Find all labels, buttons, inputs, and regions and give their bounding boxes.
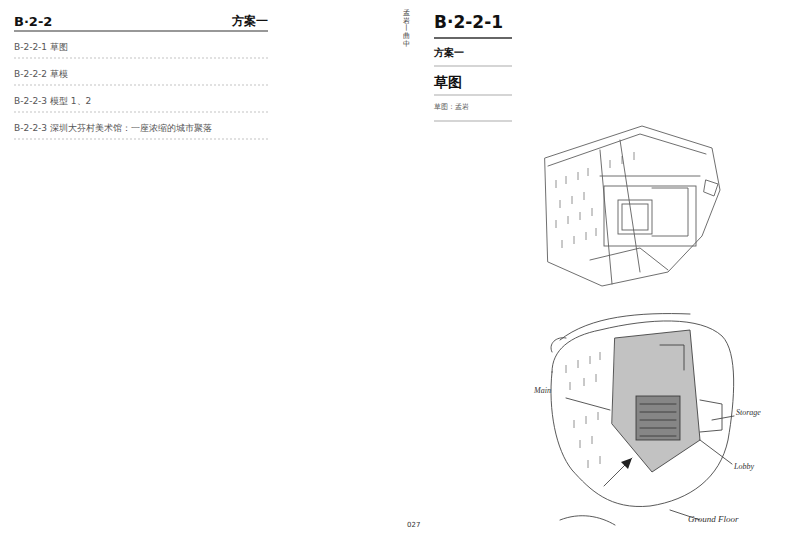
contents-item: B-2-2-1 草图 bbox=[14, 42, 68, 53]
sketch-label: Lobby bbox=[734, 462, 754, 472]
contents-item: B-2-2-2 草模 bbox=[14, 69, 68, 80]
sketch-label: Ground Floor bbox=[688, 514, 738, 525]
section-number: B·2-2-1 bbox=[434, 12, 503, 32]
credit-note: 草图：孟岩 bbox=[434, 103, 469, 111]
page-number: 027 bbox=[407, 521, 420, 529]
scheme-title: 方案一 bbox=[434, 47, 464, 59]
page-title: 草图 bbox=[434, 74, 462, 91]
author-vertical: 孟岩丨曲中 bbox=[403, 10, 410, 48]
contents-item: B-2-2-3 深圳大芬村美术馆：一座浓缩的城市聚落 bbox=[14, 123, 212, 134]
contents-item: B-2-2-3 模型 1、2 bbox=[14, 96, 91, 107]
scheme-title: 方案一 bbox=[232, 14, 268, 28]
section-number: B·2-2 bbox=[14, 14, 52, 30]
sketch-label: Storage bbox=[736, 408, 761, 418]
sketch-label: Main bbox=[534, 386, 551, 396]
